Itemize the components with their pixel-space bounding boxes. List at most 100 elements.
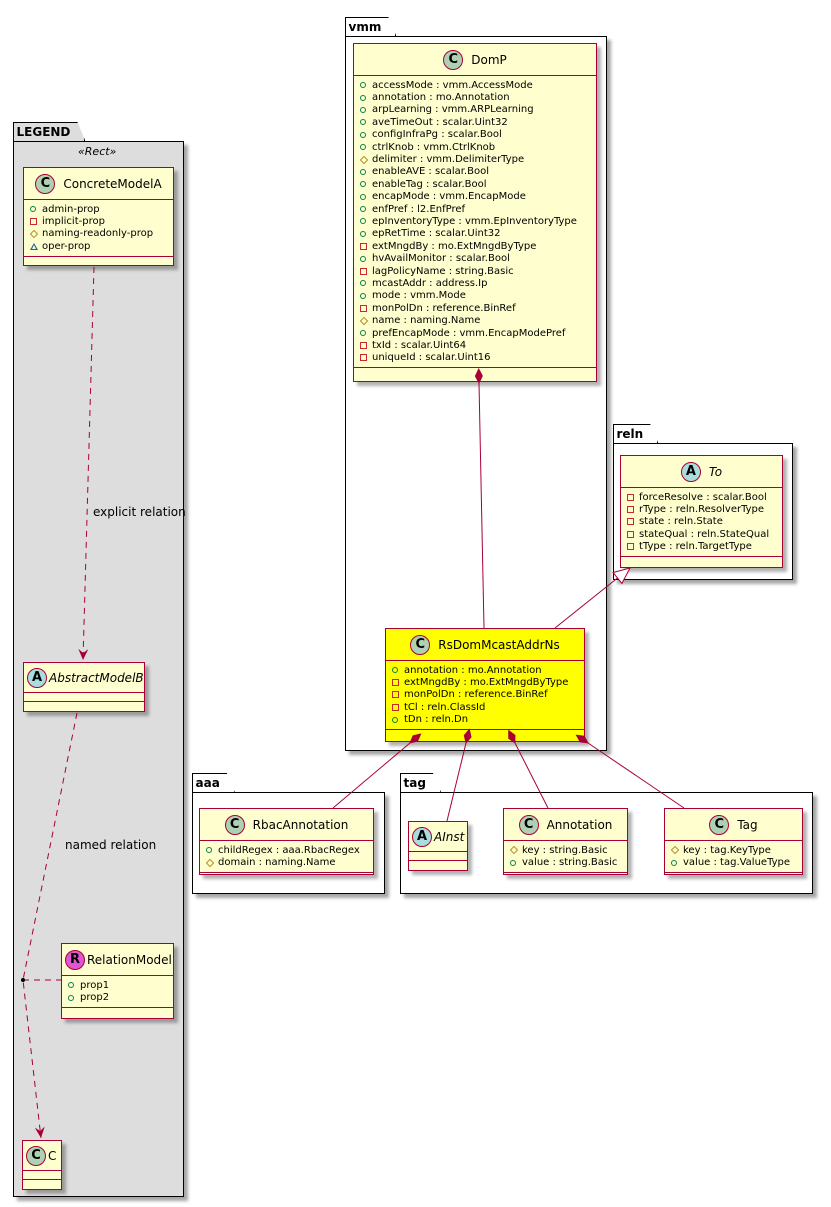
attribute-row: mcastAddr : address.Ip	[360, 277, 596, 289]
attribute-row: value : string.Basic	[510, 856, 627, 868]
private-visibility-icon	[30, 218, 42, 226]
attribute-row: prop2	[68, 991, 173, 1003]
attribute-row: naming-readonly-prop	[29, 228, 173, 240]
attribute-text: oper-prop	[42, 240, 91, 252]
method-list	[621, 557, 782, 565]
attribute-text: lagPolicyName : string.Basic	[372, 265, 514, 277]
attribute-text: monPolDn : reference.BinRef	[404, 689, 548, 701]
public-visibility-icon	[360, 144, 372, 151]
private-visibility-icon	[627, 543, 639, 551]
attribute-row: enfPref : l2.EnfPref	[360, 203, 596, 215]
private-visibility-icon	[627, 530, 639, 538]
public-visibility-icon	[68, 982, 80, 989]
abstract-badge-icon: A	[680, 461, 701, 482]
attribute-text: extMngdBy : mo.ExtMngdByType	[372, 240, 537, 252]
attribute-row: domain : naming.Name	[205, 856, 373, 868]
method-list	[24, 702, 144, 710]
attribute-text: forceResolve : scalar.Bool	[639, 491, 767, 503]
class-header: C Annotation	[504, 809, 627, 841]
attribute-row: annotation : mo.Annotation	[360, 91, 596, 103]
class-header: R RelationModel	[62, 944, 173, 976]
package-legend-tab: LEGEND	[13, 122, 86, 141]
attribute-row: monPolDn : reference.BinRef	[360, 302, 596, 314]
explicit-relation-label: explicit relation	[93, 505, 186, 519]
class-rbac-annotation[interactable]: C RbacAnnotation childRegex : aaa.RbacRe…	[199, 808, 374, 875]
method-list	[386, 730, 584, 738]
attribute-text: configInfraPg : scalar.Bool	[372, 129, 502, 141]
class-name: To	[708, 464, 723, 479]
class-header: C ConcreteModelA	[24, 168, 173, 200]
class-badge-icon: C	[443, 49, 464, 70]
attribute-text: naming-readonly-prop	[42, 228, 154, 240]
attribute-row: hvAvailMonitor : scalar.Bool	[360, 252, 596, 264]
protected-visibility-icon	[670, 845, 683, 855]
attribute-row: forceResolve : scalar.Bool	[627, 491, 782, 503]
method-list	[24, 257, 173, 265]
attribute-text: tDn : reln.Dn	[404, 714, 469, 726]
attribute-row: rType : reln.ResolverType	[627, 503, 782, 515]
class-abstract-model-b[interactable]: A AbstractModelB	[23, 662, 145, 712]
attribute-text: value : tag.ValueType	[683, 857, 791, 869]
public-visibility-icon	[360, 292, 372, 299]
private-visibility-icon	[627, 506, 639, 514]
private-visibility-icon	[360, 304, 372, 312]
private-visibility-icon	[360, 341, 372, 349]
public-visibility-icon	[360, 193, 372, 200]
attribute-row: state : reln.State	[627, 516, 782, 528]
class-badge-icon: C	[35, 173, 56, 194]
class-header: C C	[23, 1141, 61, 1171]
attribute-text: encapMode : vmm.EncapMode	[372, 191, 526, 203]
attribute-row: extMngdBy : mo.ExtMngdByType	[360, 240, 596, 252]
attribute-row: lagPolicyName : string.Basic	[360, 265, 596, 277]
attribute-row: key : tag.KeyType	[670, 844, 802, 856]
attribute-text: enableTag : scalar.Bool	[372, 178, 487, 190]
class-header: C RbacAnnotation	[200, 809, 373, 841]
private-visibility-icon	[392, 703, 404, 711]
attribute-row: encapMode : vmm.EncapMode	[360, 191, 596, 203]
class-rs-dom-mcast-addr-ns[interactable]: C RsDomMcastAddrNs annotation : mo.Annot…	[385, 628, 585, 742]
class-badge-icon: C	[410, 634, 431, 655]
private-visibility-icon	[360, 267, 372, 275]
attribute-row: stateQual : reln.StateQual	[627, 528, 782, 540]
protected-visibility-icon	[29, 229, 42, 239]
class-name: Tag	[737, 817, 758, 832]
class-c[interactable]: C C	[22, 1140, 62, 1190]
class-name: RsDomMcastAddrNs	[438, 637, 560, 652]
public-visibility-icon	[392, 667, 404, 674]
attribute-row: ctrlKnob : vmm.CtrlKnob	[360, 141, 596, 153]
method-list	[665, 873, 802, 881]
attribute-text: accessMode : vmm.AccessMode	[372, 79, 533, 91]
public-visibility-icon	[360, 218, 372, 225]
abstract-badge-icon: A	[27, 667, 47, 688]
private-visibility-icon	[360, 354, 372, 362]
attribute-row: txId : scalar.Uint64	[360, 339, 596, 351]
package-tag-tab: tag	[400, 773, 441, 792]
class-ainst[interactable]: A AInst	[408, 821, 468, 871]
attribute-row: implicit-prop	[30, 215, 173, 227]
class-badge-icon: C	[709, 814, 730, 835]
attribute-row: prefEncapMode : vmm.EncapModePref	[360, 327, 596, 339]
attribute-list	[23, 1171, 61, 1180]
attribute-text: uniqueId : scalar.Uint16	[372, 352, 491, 364]
attribute-row: enableAVE : scalar.Bool	[360, 166, 596, 178]
attribute-text: prefEncapMode : vmm.EncapModePref	[372, 327, 566, 339]
attribute-row: configInfraPg : scalar.Bool	[360, 129, 596, 141]
attribute-row: monPolDn : reference.BinRef	[392, 689, 584, 701]
class-name: Annotation	[546, 817, 613, 832]
class-name: ConcreteModelA	[63, 176, 162, 191]
class-name: RbacAnnotation	[252, 817, 349, 832]
method-list	[62, 1008, 173, 1016]
attribute-text: extMngdBy : mo.ExtMngdByType	[404, 677, 569, 689]
attribute-row: mode : vmm.Mode	[360, 290, 596, 302]
attribute-text: enableAVE : scalar.Bool	[372, 166, 489, 178]
attribute-row: oper-prop	[30, 240, 173, 252]
attribute-row: aveTimeOut : scalar.Uint32	[360, 116, 596, 128]
